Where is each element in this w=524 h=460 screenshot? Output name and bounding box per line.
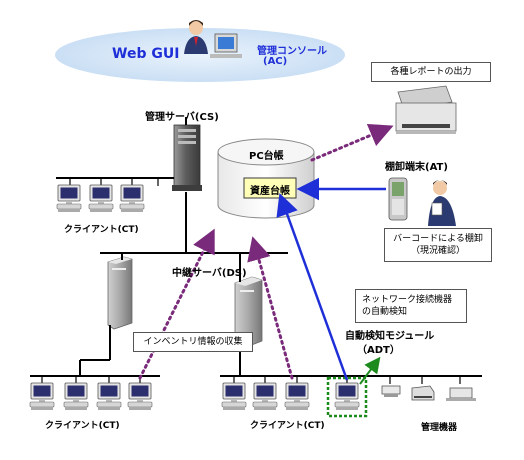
- auto-detect-note-line-1: ネットワーク接続機器: [362, 295, 453, 305]
- inventory-collection-label: インベントリ情報の収集: [143, 337, 243, 347]
- admin-person-icon: [184, 20, 242, 58]
- bottom-left-client-label: クライアント(CT): [45, 421, 120, 431]
- management-server-icon: [172, 124, 202, 191]
- barcode-inventory-box: バーコードによる棚卸 （現況確認）: [384, 228, 492, 262]
- managed-devices-label: 管理機器: [421, 423, 458, 433]
- managed-devices-icons: [381, 385, 476, 401]
- console-label: 管理コンソール: [257, 46, 327, 57]
- top-client-label: クライアント(CT): [64, 225, 139, 235]
- web-gui-title: Web GUI: [112, 46, 180, 62]
- inventory-collection-box: インベントリ情報の収集: [133, 332, 253, 352]
- handheld-terminal-icon: [388, 177, 408, 221]
- pc-ledger-label: PC台帳: [249, 151, 284, 162]
- auto-detect-module-line-2: （ADT）: [357, 345, 400, 356]
- adt-highlight-box: [326, 376, 368, 418]
- printer-icon: [395, 85, 457, 134]
- inventory-person-icon: [428, 180, 456, 226]
- bottom-left-client-pcs: [29, 382, 153, 411]
- report-output-label: 各種レポートの出力: [390, 67, 472, 77]
- barcode-line-1: バーコードによる棚卸: [393, 234, 483, 244]
- management-server-label: 管理サーバ(CS): [145, 112, 219, 123]
- relay-server-icon-left: [107, 256, 133, 330]
- adt-pc-icon: [334, 382, 360, 411]
- bottom-right-client-label: クライアント(CT): [250, 421, 325, 431]
- barcode-line-2: （現況確認）: [410, 246, 465, 256]
- top-client-pcs: [56, 184, 145, 213]
- purple-flow-arrows: [138, 123, 394, 380]
- asset-ledger-label: 資産台帳: [250, 186, 290, 197]
- bottom-right-client-pcs: [221, 382, 310, 411]
- relay-server-label: 中継サーバ(DS): [172, 268, 247, 279]
- auto-detect-note-line-2: の自動検知: [362, 307, 408, 317]
- web-gui-ellipse: [55, 28, 345, 82]
- inventory-terminal-label: 棚卸端末(AT): [385, 162, 448, 173]
- green-pointer-arrow: [359, 356, 381, 385]
- report-output-box: 各種レポートの出力: [371, 62, 491, 82]
- auto-detect-note-box: ネットワーク接続機器 の自動検知: [355, 289, 467, 323]
- console-abbr: (AC): [263, 56, 288, 67]
- auto-detect-module-line-1: 自動検知モジュール: [345, 331, 435, 342]
- blue-flow-arrows: [276, 177, 386, 381]
